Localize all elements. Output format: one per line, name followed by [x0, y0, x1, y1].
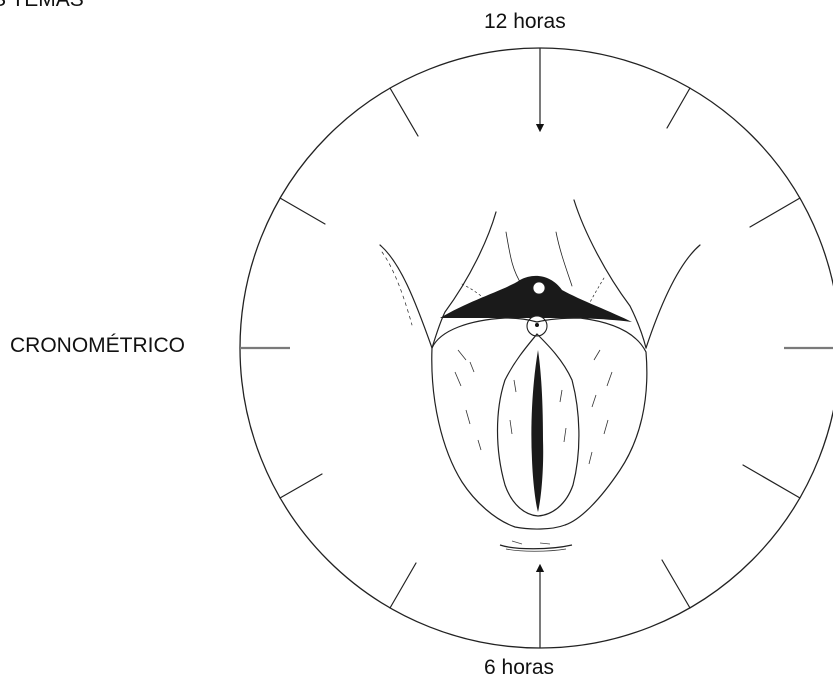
clock-dial [240, 48, 833, 648]
tick-4 [743, 465, 800, 498]
tick-1 [667, 88, 690, 128]
vaginal-opening [531, 350, 543, 512]
tick-8 [280, 474, 322, 498]
perineum [500, 545, 572, 549]
hour-ticks [280, 88, 800, 608]
tick-11 [390, 88, 418, 136]
tick-5 [662, 560, 690, 608]
tick-2 [750, 198, 800, 227]
tick-7 [390, 563, 416, 608]
clitoris [533, 282, 545, 294]
tick-10 [280, 198, 325, 224]
